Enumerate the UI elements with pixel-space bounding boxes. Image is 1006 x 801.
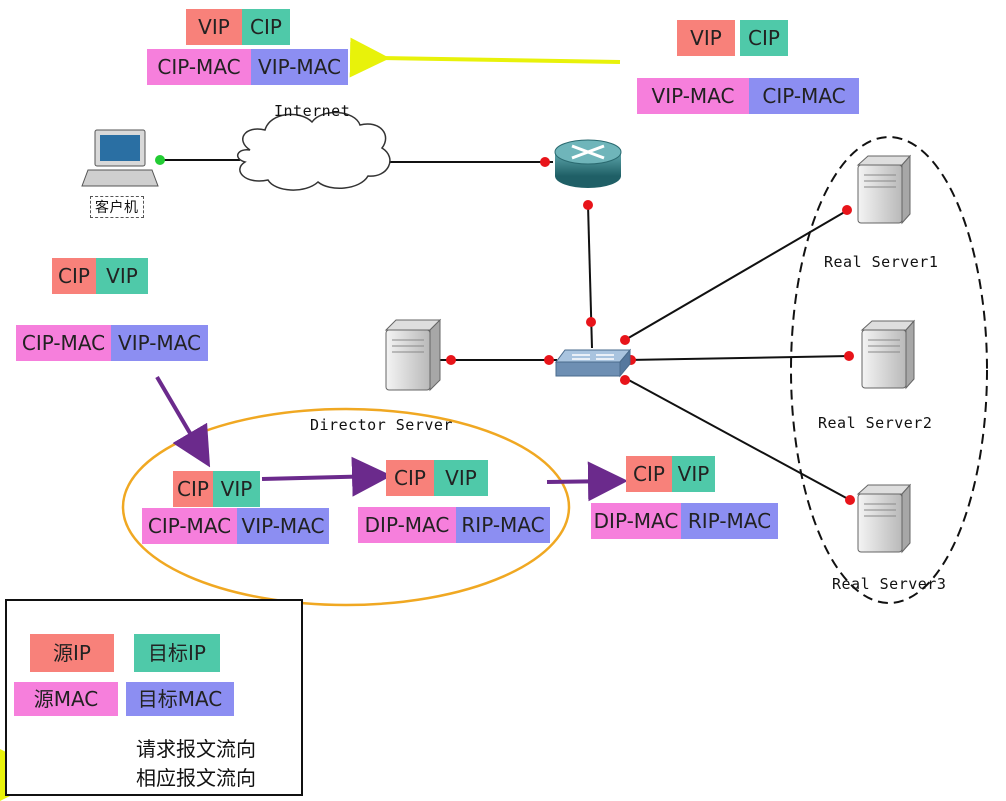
router-icon [554, 139, 622, 188]
director-server-icon [384, 318, 442, 392]
dest-ip-tag: VIP [213, 471, 260, 507]
request-flow-arrow [155, 375, 211, 468]
port-dot-client [155, 155, 165, 165]
source-ip-tag: CIP [173, 471, 213, 507]
source-mac-tag: DIP-MAC [358, 507, 456, 543]
real-server2-label: Real Server2 [818, 414, 933, 432]
source-mac-tag: CIP-MAC [142, 508, 237, 544]
switch-icon [555, 348, 632, 378]
legend-source-mac: 源MAC [14, 682, 118, 716]
dest-ip-tag: VIP [96, 258, 148, 294]
link-switch-real2 [627, 355, 851, 361]
link-switch-real1 [624, 209, 849, 341]
source-ip-tag: CIP [626, 456, 672, 492]
port-dot [842, 205, 852, 215]
director-processing-outline [121, 407, 571, 607]
dest-ip-tag: CIP [740, 20, 788, 56]
response-flow-arrow [349, 37, 621, 78]
dest-mac-tag: VIP-MAC [251, 49, 348, 85]
port-dot [583, 200, 593, 210]
real-server1-icon [856, 154, 912, 225]
dest-ip-tag: CIP [242, 9, 290, 45]
client-label: 客户机 [90, 196, 144, 218]
source-ip-tag: VIP [677, 20, 735, 56]
internet-cloud-icon [236, 111, 391, 191]
legend-dest-ip: 目标IP [134, 634, 220, 672]
real-server3-label: Real Server3 [832, 575, 947, 593]
source-mac-tag: CIP-MAC [147, 49, 251, 85]
port-dot [845, 495, 855, 505]
director-server-label: Director Server [310, 416, 453, 434]
source-mac-tag: DIP-MAC [591, 503, 681, 539]
dest-mac-tag: CIP-MAC [749, 78, 859, 114]
real-server3-icon [856, 483, 912, 554]
dest-ip-tag: VIP [672, 456, 715, 492]
request-flow-arrow [546, 461, 628, 502]
dest-mac-tag: RIP-MAC [681, 503, 778, 539]
client-laptop-icon [81, 129, 159, 187]
port-dot [540, 157, 550, 167]
legend-dest-mac: 目标MAC [126, 682, 234, 716]
real-server-cluster-outline [790, 136, 988, 604]
internet-label: Internet [274, 102, 351, 120]
link-switch-real3 [624, 377, 851, 501]
port-dot [620, 335, 630, 345]
source-mac-tag: CIP-MAC [16, 325, 111, 361]
port-dot [446, 355, 456, 365]
request-flow-arrow [261, 456, 392, 497]
dest-ip-tag: VIP [434, 460, 488, 496]
legend-response-label: 相应报文流向 [136, 766, 256, 790]
source-ip-tag: VIP [186, 9, 242, 45]
source-ip-tag: CIP [386, 460, 434, 496]
port-dot [844, 351, 854, 361]
legend-source-ip: 源IP [30, 634, 114, 672]
source-mac-tag: VIP-MAC [637, 78, 749, 114]
port-dot [544, 355, 554, 365]
port-dot [586, 317, 596, 327]
source-ip-tag: CIP [52, 258, 96, 294]
dest-mac-tag: RIP-MAC [456, 507, 550, 543]
real-server2-icon [860, 319, 916, 390]
legend-request-label: 请求报文流向 [136, 737, 256, 761]
port-dot [620, 375, 630, 385]
dest-mac-tag: VIP-MAC [237, 508, 329, 544]
real-server1-label: Real Server1 [824, 253, 939, 271]
dest-mac-tag: VIP-MAC [111, 325, 208, 361]
